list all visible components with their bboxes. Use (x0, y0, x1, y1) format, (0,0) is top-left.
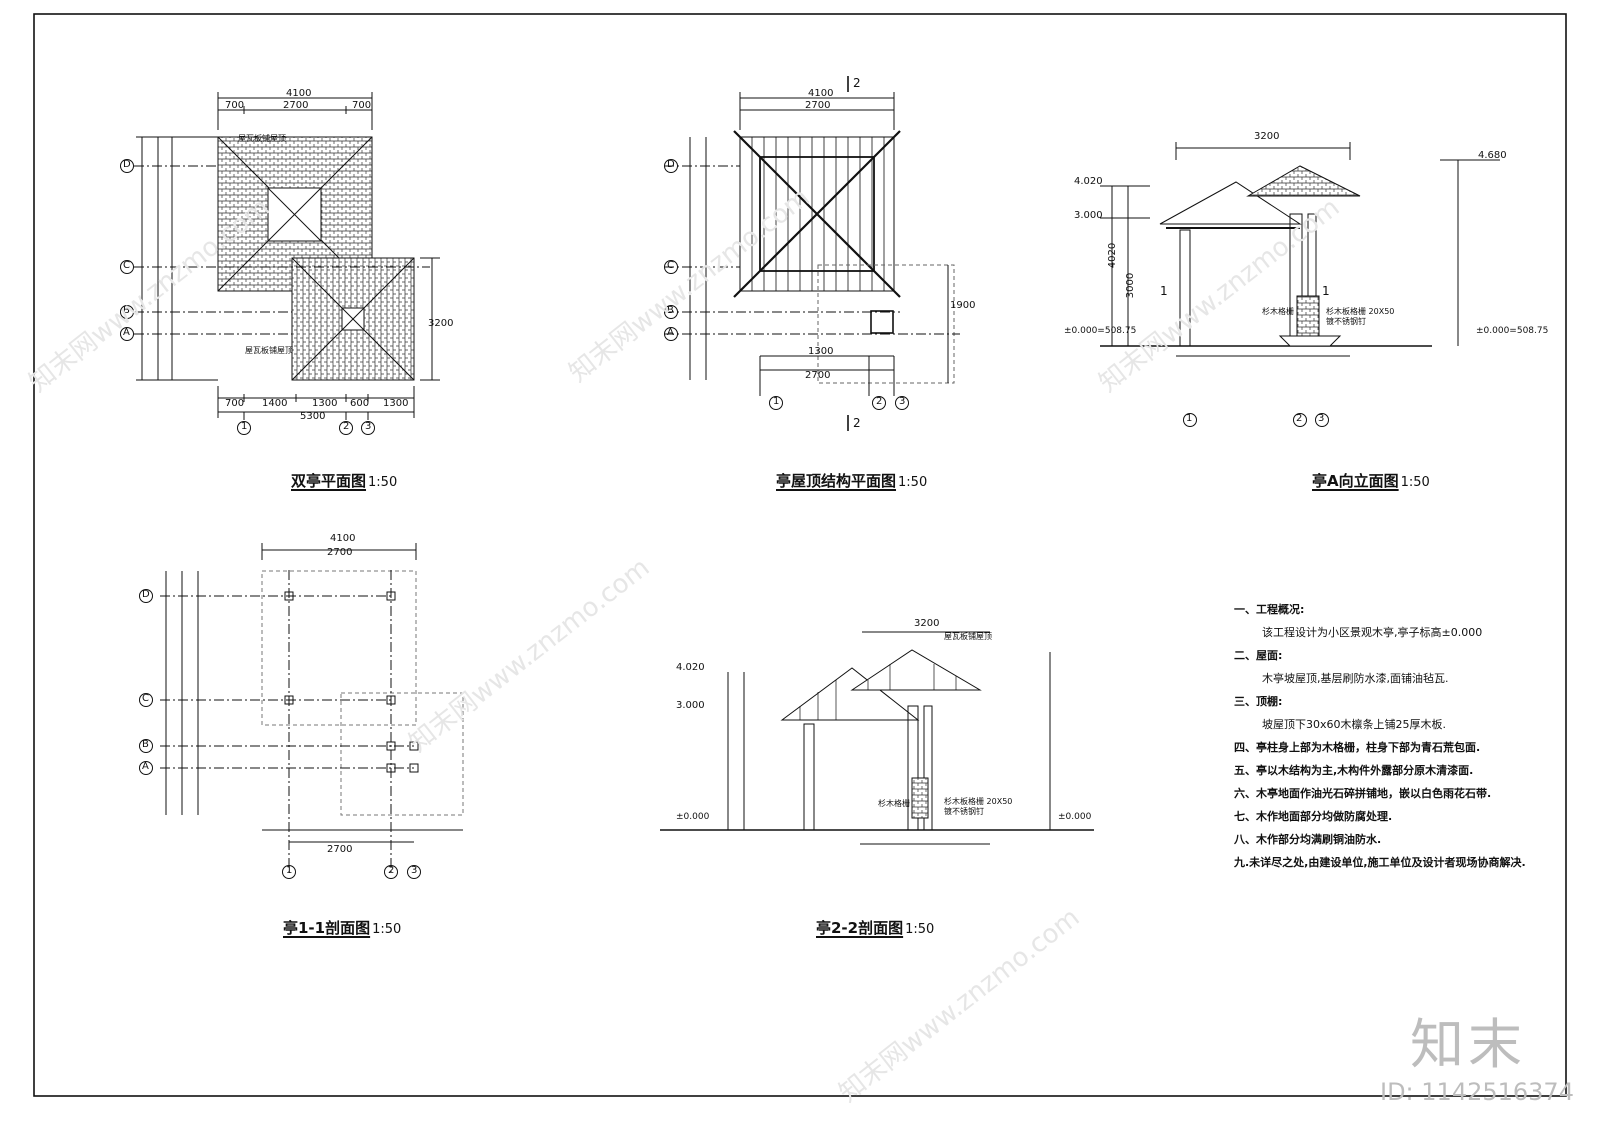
note-heading: 七、木作地面部分均做防腐处理. (1234, 810, 1393, 823)
axis-label-1: 1 (773, 396, 780, 407)
annotation: 镀不锈钢钉 (1326, 317, 1366, 326)
dim-label: 1300 (312, 398, 338, 409)
note-heading: 六、木亭地面作油光石碎拼铺地，嵌以白色雨花石带. (1234, 787, 1492, 800)
axis-label-1: 1 (241, 421, 248, 432)
dim-label: 2700 (327, 844, 353, 855)
level-label: ±0.000=508.75 (1064, 326, 1137, 336)
axis-label-2: 2 (876, 396, 883, 407)
axis-label-c: C (142, 693, 149, 704)
axis-label-2: 2 (388, 865, 395, 876)
dim-label: 3200 (914, 618, 940, 629)
double-pavilion-plan (120, 92, 440, 435)
axis-label-b: B (123, 305, 130, 316)
annotation: 屋瓦板铺屋顶 (245, 346, 293, 355)
sheet-border (33, 13, 1567, 1097)
level-label: 3.000 (1074, 210, 1103, 221)
axis-label-3: 3 (365, 421, 372, 432)
dim-label: 700 (225, 398, 245, 409)
image-id: ID: 1142516374 (1380, 1078, 1574, 1106)
axis-label-b: B (667, 305, 674, 316)
dim-label: 1400 (262, 398, 288, 409)
axis-label-3: 3 (411, 865, 418, 876)
dim-label: 600 (350, 398, 370, 409)
level-label: 4.680 (1478, 150, 1507, 161)
dim-label: 700 (352, 100, 372, 111)
annotation: 屋瓦板铺屋顶 (944, 632, 992, 641)
level-label: ±0.000=508.75 (1476, 326, 1549, 336)
cut-label: 2 (853, 416, 861, 430)
axis-label-c: C (667, 260, 674, 271)
dim-label: 2700 (327, 547, 353, 558)
axis-label-1: 1 (286, 865, 293, 876)
dim-label: 1300 (808, 346, 834, 357)
dim-label: 4100 (286, 88, 312, 99)
level-label: ±0.000 (676, 812, 710, 822)
note-body: 木亭坡屋顶,基层刷防水漆,面铺油毡瓦. (1262, 672, 1449, 685)
dim-label: 4100 (330, 533, 356, 544)
annotation: 杉木格栅 (1262, 307, 1294, 316)
cut-label: 2 (853, 76, 861, 90)
note-heading: 二、屋面: (1234, 649, 1283, 662)
note-heading: 五、亭以木结构为主,木构件外露部分原木清漆面. (1234, 764, 1474, 777)
annotation: 杉木格栅 (878, 799, 910, 808)
axis-label-c: C (123, 260, 130, 271)
axis-label-d: D (123, 159, 131, 170)
cut-label: 1 (1160, 284, 1168, 298)
dim-label: 1300 (383, 398, 409, 409)
roof-structure-plan (664, 76, 960, 431)
pavilion-section-1-1 (139, 543, 464, 879)
pavilion-section-2-2 (660, 631, 1094, 845)
note-heading: 四、亭柱身上部为木格栅，柱身下部为青石荒包面. (1234, 741, 1481, 754)
axis-label-3: 3 (899, 396, 906, 407)
axis-label-2: 2 (343, 421, 350, 432)
dim-label: 4020 (1107, 242, 1119, 269)
note-heading: 三、顶棚: (1234, 695, 1283, 708)
axis-label-2: 2 (1296, 413, 1303, 424)
dim-label: 2700 (805, 100, 831, 111)
note-heading: 九.未详尽之处,由建设单位,施工单位及设计者现场协商解决. (1234, 856, 1526, 869)
note-heading: 一、工程概况: (1234, 603, 1305, 616)
level-label: 3.000 (676, 700, 705, 711)
level-label: 4.020 (676, 662, 705, 673)
axis-label-b: B (142, 739, 149, 750)
level-label: 4.020 (1074, 176, 1103, 187)
annotation: 镀不锈钢钉 (944, 807, 984, 816)
dim-label: 3000 (1125, 272, 1137, 299)
dim-label: 3200 (1254, 131, 1280, 142)
dim-label: 4100 (808, 88, 834, 99)
brand-logo: 知末 (1410, 1013, 1526, 1076)
axis-label-a: A (142, 761, 149, 772)
dim-label: 5300 (300, 411, 326, 422)
axis-label-3: 3 (1318, 413, 1325, 424)
cut-label: 1 (1322, 284, 1330, 298)
level-label: ±0.000 (1058, 812, 1092, 822)
dim-label: 2700 (283, 100, 309, 111)
dim-label: 1900 (950, 300, 976, 311)
dim-label: 700 (225, 100, 245, 111)
axis-label-1: 1 (1186, 413, 1193, 424)
note-body: 坡屋顶下30x60木檩条上铺25厚木板. (1262, 718, 1446, 731)
annotation: 屋瓦板铺屋顶 (238, 134, 286, 143)
annotation: 杉木板格栅 20X50 (1326, 307, 1395, 316)
axis-label-d: D (142, 589, 150, 600)
design-notes: 一、工程概况: 该工程设计为小区景观木亭,亭子标高±0.000 二、屋面: 木亭坡屋顶… (1234, 598, 1574, 874)
axis-label-a: A (667, 327, 674, 338)
annotation: 杉木板格栅 20X50 (944, 797, 1013, 806)
note-heading: 八、木作部分均满刷铜油防水. (1234, 833, 1382, 846)
pavilion-elevation-a (1100, 142, 1500, 427)
note-body: 该工程设计为小区景观木亭,亭子标高±0.000 (1262, 626, 1483, 639)
dim-label: 3200 (428, 318, 454, 329)
axis-label-a: A (123, 327, 130, 338)
dim-label: 2700 (805, 370, 831, 381)
axis-label-d: D (667, 159, 675, 170)
